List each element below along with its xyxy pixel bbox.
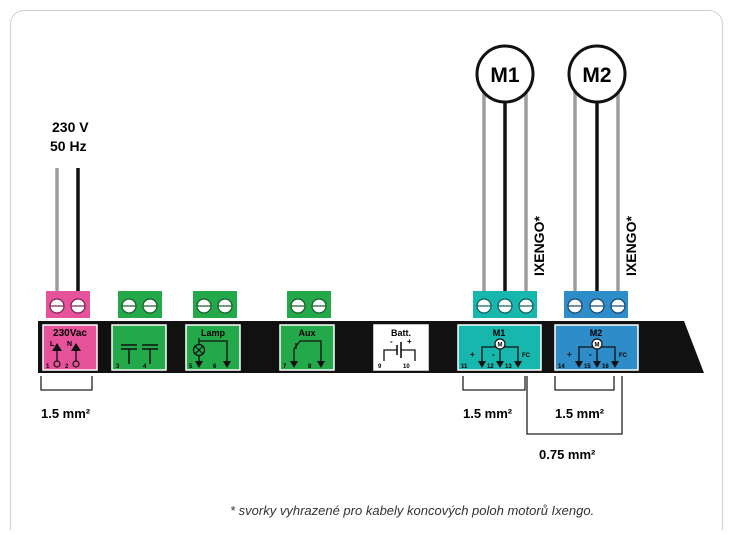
terminal-9: 9	[378, 364, 382, 370]
diagram-frame	[10, 10, 723, 530]
terminal-14: 14	[558, 364, 565, 370]
m2-fc-label: IXENGO*	[623, 216, 639, 276]
block-m2: M2 M + - FC 14 15 16	[554, 324, 639, 371]
m1-fc: FC	[522, 353, 531, 359]
block-batt-title: Batt.	[391, 328, 411, 338]
m2-fc: FC	[619, 353, 628, 359]
block-antenna: 3 4	[111, 324, 167, 371]
block-m1-title: M1	[493, 328, 506, 338]
m2-minus: -	[589, 350, 592, 359]
connector-lamp	[193, 291, 237, 318]
terminal-2: 2	[65, 364, 69, 370]
power-voltage: 230 V	[52, 119, 89, 135]
m1-minus: -	[492, 350, 495, 359]
antenna-icon	[121, 344, 158, 364]
terminal-15: 15	[584, 364, 591, 370]
block-battery: Batt. - + 9 10	[373, 324, 429, 371]
m1-plus: +	[470, 350, 475, 359]
battery-icon	[383, 342, 416, 361]
block-power-l: L	[50, 341, 55, 348]
block-power-title: 230Vac	[53, 328, 87, 339]
terminal-8: 8	[308, 364, 312, 370]
bracket-m2	[554, 376, 615, 391]
connector-m1	[473, 291, 537, 318]
bracket-power	[40, 376, 93, 391]
m1-fc-label: IXENGO*	[531, 216, 547, 276]
motor-m1-circle: M1	[475, 44, 535, 104]
m2-plus: +	[567, 350, 572, 359]
motor-m1-icon	[494, 338, 506, 350]
batt-plus: +	[407, 337, 412, 346]
footnote: * svorky vyhrazené pro kabely koncových …	[230, 503, 594, 518]
motor-m1-label: M1	[490, 64, 519, 87]
block-power-n: N	[67, 341, 72, 348]
block-aux: Aux 7 8	[279, 324, 335, 371]
connector-antenna	[118, 291, 162, 318]
block-aux-title: Aux	[298, 328, 315, 338]
bracket-m1	[462, 376, 526, 391]
terminal-16: 16	[602, 364, 609, 370]
batt-minus: -	[390, 337, 393, 346]
terminal-13: 13	[505, 364, 512, 370]
terminal-1: 1	[46, 364, 50, 370]
terminal-7: 7	[283, 364, 287, 370]
block-lamp: Lamp 5 6	[185, 324, 241, 371]
power-frequency: 50 Hz	[50, 138, 87, 154]
block-lamp-title: Lamp	[201, 328, 226, 338]
connector-m2	[564, 291, 628, 318]
switch-icon	[293, 340, 322, 361]
motor-m2-symbol: M	[595, 343, 600, 349]
motor-m2-icon	[591, 338, 603, 350]
block-power: 230Vac L N 1 2	[42, 324, 98, 371]
terminal-4: 4	[143, 364, 147, 370]
motor-m2-label: M2	[582, 64, 611, 87]
motor-m1-symbol: M	[498, 343, 503, 349]
motor-m2-circle: M2	[567, 44, 627, 104]
block-m2-title: M2	[590, 328, 603, 338]
lamp-icon	[192, 343, 206, 357]
bracket-fc	[526, 376, 623, 435]
cable-power-label: 1.5 mm²	[41, 406, 91, 421]
terminal-10: 10	[403, 364, 410, 370]
connector-aux	[287, 291, 331, 318]
cable-m2-label: 1.5 mm²	[555, 406, 605, 421]
terminal-3: 3	[116, 364, 120, 370]
block-m1: M1 M + - FC 11 12 13	[457, 324, 542, 371]
terminal-6: 6	[213, 364, 217, 370]
cable-m1-label: 1.5 mm²	[463, 406, 513, 421]
cable-fc-label: 0.75 mm²	[539, 447, 596, 462]
terminal-5: 5	[189, 364, 193, 370]
connector-power	[46, 291, 90, 318]
terminal-11: 11	[461, 364, 468, 370]
terminal-12: 12	[487, 364, 494, 370]
